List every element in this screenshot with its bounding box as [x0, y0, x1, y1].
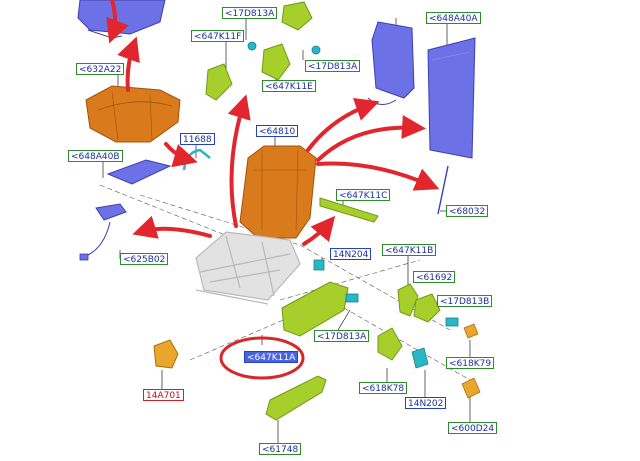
- seat-frame-part: [195, 231, 301, 305]
- knob-618K78-part: [377, 327, 403, 361]
- seat-cushion-cover-top-part: [77, 0, 166, 39]
- label-618K78[interactable]: <618K78: [359, 382, 408, 394]
- fastener-14N202-part: [411, 347, 429, 369]
- side-shield-647K11A-part: [281, 281, 349, 337]
- arrow-to-top-brackets: [227, 94, 251, 228]
- label-11688[interactable]: 11688: [180, 133, 215, 145]
- label-14A701[interactable]: 14A701: [143, 389, 184, 401]
- motor-14A701-part: [153, 339, 179, 369]
- label-14N202[interactable]: 14N202: [405, 397, 447, 409]
- screw-17D813A-top-part: [247, 41, 257, 51]
- label-600D24[interactable]: <600D24: [448, 422, 498, 434]
- label-17D813A-top[interactable]: <17D813A: [222, 7, 278, 19]
- label-14N204[interactable]: 14N204: [330, 248, 372, 260]
- highlight-circle: [219, 336, 305, 380]
- label-625B02[interactable]: <625B02: [120, 253, 169, 265]
- screw-17D813A-mid-part: [311, 45, 321, 55]
- label-68032[interactable]: <68032: [446, 205, 489, 217]
- bracket-top-center-part: [281, 1, 313, 31]
- label-61748[interactable]: <61748: [259, 443, 302, 455]
- label-17D813B[interactable]: <17D813B: [437, 295, 493, 307]
- cap-600D24-part: [461, 377, 481, 399]
- arrow-to-wiring: [132, 215, 212, 239]
- label-647K11B[interactable]: <647K11B: [382, 244, 437, 256]
- arrow-to-cushion-cover-2: [117, 36, 140, 92]
- arrow-to-rod-k11c: [302, 215, 336, 246]
- label-61692[interactable]: <61692: [413, 271, 456, 283]
- callout-arrows: [106, 0, 440, 246]
- label-647K11F[interactable]: <647K11F: [191, 30, 245, 42]
- seatback-panel-part: [427, 37, 476, 159]
- bracket-647K11F-part: [205, 63, 233, 101]
- rod-68032-part: [437, 165, 449, 215]
- label-647K11C[interactable]: <647K11C: [336, 189, 391, 201]
- arrow-to-wire: [164, 142, 198, 168]
- label-64810[interactable]: <64810: [256, 125, 299, 137]
- arrow-to-rod: [316, 161, 440, 191]
- label-17D813A-low[interactable]: <17D813A: [314, 330, 370, 342]
- label-17D813A-mid[interactable]: <17D813A: [305, 60, 361, 72]
- bracket-647K11E-part: [261, 43, 291, 81]
- screw-17D813A-low-part: [345, 293, 359, 303]
- cushion-panel-part: [106, 159, 172, 185]
- rod-647K11C-part: [319, 197, 379, 223]
- label-648A40A[interactable]: <648A40A: [426, 12, 481, 24]
- knob-61692-part: [413, 293, 441, 323]
- label-632A22[interactable]: <632A22: [76, 63, 125, 75]
- label-647K11E[interactable]: <647K11E: [262, 80, 316, 92]
- lower-trim-61748-part: [265, 375, 327, 421]
- label-618K79[interactable]: <618K79: [446, 357, 495, 369]
- arrow-to-cushion-cover: [106, 0, 129, 44]
- seat-cushion-foam-part: [85, 85, 181, 143]
- screw-17D813B-part: [445, 317, 459, 327]
- label-647K11A[interactable]: <647K11A: [244, 351, 299, 363]
- seat-wiring-module-part: [79, 203, 127, 261]
- cap-618K79-part: [463, 323, 479, 339]
- label-648A40B[interactable]: <648A40B: [68, 150, 123, 162]
- arrow-to-trim-cover: [306, 97, 380, 152]
- bracket-647K11B-part: [397, 283, 419, 317]
- arrow-to-seatback-panel: [316, 114, 426, 162]
- seatback-trim-cover-part: [367, 21, 415, 105]
- fastener-14N204-part: [313, 259, 325, 271]
- seatback-foam-part: [239, 145, 317, 239]
